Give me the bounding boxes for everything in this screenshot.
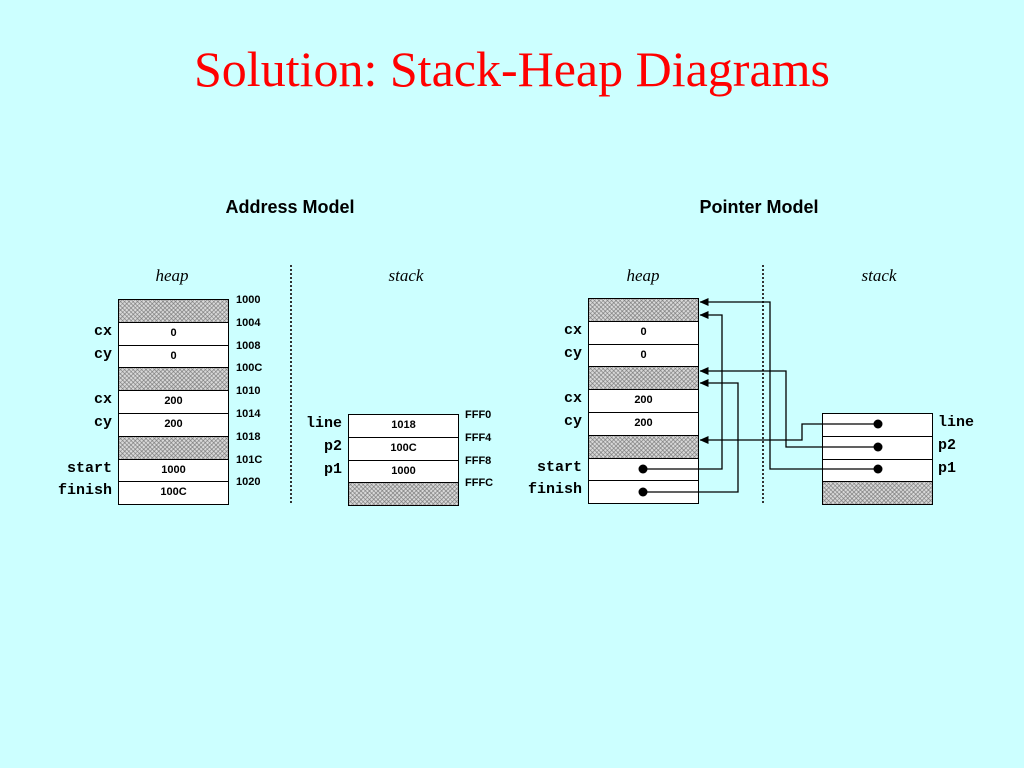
variable-label: p1 xyxy=(323,460,342,478)
memory-address-label: FFF8 xyxy=(465,454,492,467)
memory-address-label: 101C xyxy=(236,453,263,466)
variable-label: p2 xyxy=(938,436,957,454)
variable-label: cy xyxy=(93,345,112,363)
variable-label: p2 xyxy=(323,437,342,455)
memory-cell-unused xyxy=(588,434,699,459)
memory-address-label: 1010 xyxy=(236,385,261,398)
variable-label: cy xyxy=(93,414,112,431)
pointer-arrow-p1 xyxy=(699,298,883,474)
variable-label: cx xyxy=(93,322,112,340)
memory-cell-unused xyxy=(588,366,699,391)
memory-address-label: FFF0 xyxy=(465,409,492,421)
variable-label: line xyxy=(938,414,975,431)
pointer-arrow-p2 xyxy=(699,367,883,452)
address-heap-stack-divider xyxy=(290,265,292,503)
pointer-arrow-line xyxy=(699,419,883,444)
pointer-arrow-finish xyxy=(638,379,739,497)
variable-label: cx xyxy=(563,390,582,408)
variable-label: line xyxy=(305,415,342,432)
variable-label: cy xyxy=(563,413,582,430)
variable-label: cx xyxy=(93,391,112,409)
memory-address-label: 100C xyxy=(236,362,263,375)
memory-address-label: 1000 xyxy=(236,294,261,306)
pointer-heap-stack-divider xyxy=(762,265,764,503)
memory-cell: 1018 xyxy=(348,414,459,438)
memory-cell: 0 xyxy=(588,320,699,345)
memory-cell-unused xyxy=(118,299,229,323)
address-model-title: Address Model xyxy=(225,197,355,217)
variable-label: cy xyxy=(563,344,582,362)
variable-label: start xyxy=(66,459,112,477)
pointer-arrow-start xyxy=(638,311,723,474)
address-heap-label: heap xyxy=(155,266,189,285)
memory-cell: 200 xyxy=(118,413,229,437)
memory-address-label: 1008 xyxy=(236,339,261,352)
variable-label: p1 xyxy=(938,459,957,477)
memory-address-label: 1004 xyxy=(236,316,261,329)
memory-cell: 1000 xyxy=(348,459,459,484)
memory-address-label: 1014 xyxy=(236,408,261,420)
memory-address-label: FFF4 xyxy=(465,431,492,444)
memory-cell-unused xyxy=(118,367,229,392)
memory-address-label: 1020 xyxy=(236,476,261,489)
address-stack-label: stack xyxy=(388,266,424,285)
variable-label: finish xyxy=(527,481,582,499)
memory-cell: 100C xyxy=(118,481,229,506)
memory-cell: 100C xyxy=(348,436,459,461)
memory-cell-unused xyxy=(348,482,459,507)
memory-cell-unused xyxy=(822,481,933,506)
variable-label: cx xyxy=(563,321,582,339)
page-title: Solution: Stack-Heap Diagrams xyxy=(194,41,830,97)
variable-label: finish xyxy=(57,482,112,500)
memory-address-label: 1018 xyxy=(236,430,261,443)
variable-label: start xyxy=(536,458,582,476)
pointer-model-title: Pointer Model xyxy=(699,197,819,217)
pointer-heap-label: heap xyxy=(626,266,660,285)
memory-address-label: FFFC xyxy=(465,477,494,490)
pointer-stack-label: stack xyxy=(861,266,897,285)
